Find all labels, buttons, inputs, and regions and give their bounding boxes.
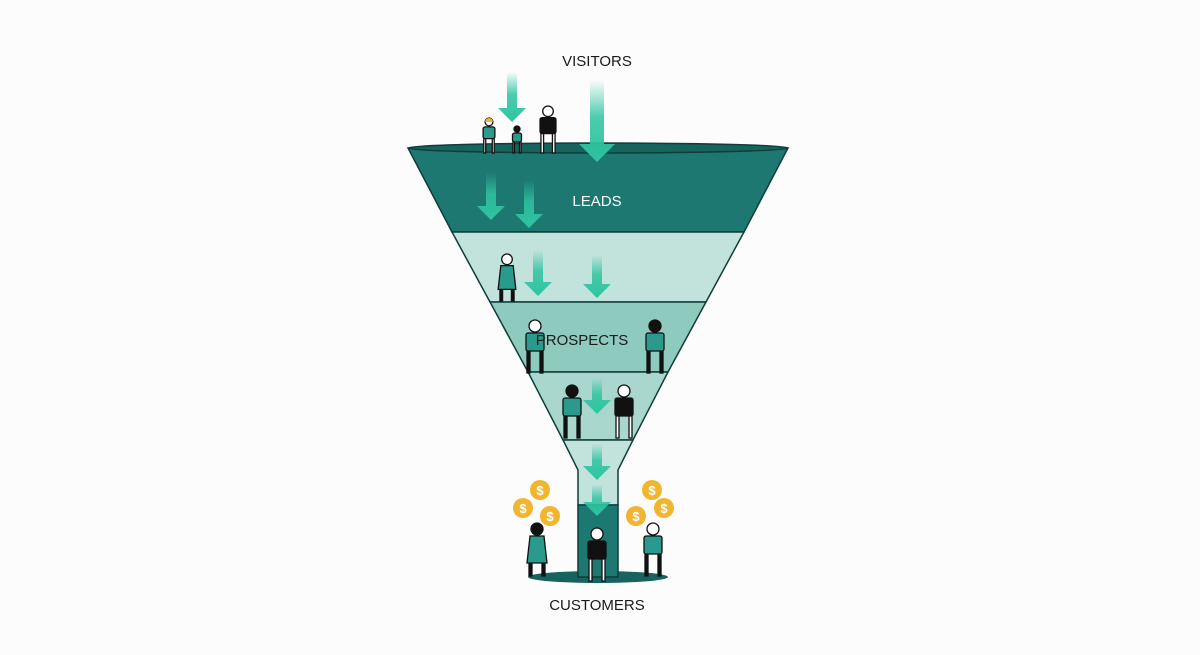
svg-text:$: $ [660,501,668,516]
person-icon [614,384,634,439]
person-icon [643,522,663,577]
dollar-coin-icon: $ [530,480,550,500]
person-icon [539,105,557,154]
svg-text:$: $ [648,483,656,498]
down-arrow-icon [515,180,543,228]
down-arrow-icon [498,72,526,122]
dollar-coin-icon: $ [513,498,533,518]
down-arrow-icon [583,378,611,414]
person-icon [497,253,517,302]
label-leads: LEADS [572,193,621,210]
dollar-coin-icon: $ [642,480,662,500]
label-customers: CUSTOMERS [549,597,645,614]
person-icon [587,527,607,582]
dollar-coin-icon: $ [626,506,646,526]
svg-text:$: $ [536,483,544,498]
person-icon [511,125,523,154]
person-icon [562,384,582,439]
down-arrow-icon [579,80,615,162]
person-icon [482,117,496,154]
dollar-coin-icon: $ [654,498,674,518]
person-icon [526,522,548,577]
dollar-coin-icon: $ [540,506,560,526]
svg-text:$: $ [519,501,527,516]
label-prospects: PROSPECTS [536,332,629,349]
label-visitors: VISITORS [562,53,632,70]
svg-text:$: $ [546,509,554,524]
down-arrow-icon [583,444,611,480]
down-arrow-icon [477,172,505,220]
person-icon [525,319,545,374]
down-arrow-icon [583,484,611,516]
person-icon [645,319,665,374]
people [482,105,665,582]
flow-arrows [477,72,615,516]
coins: $$$$$$ [513,480,674,526]
down-arrow-icon [524,250,552,296]
svg-text:$: $ [632,509,640,524]
down-arrow-icon [583,255,611,298]
